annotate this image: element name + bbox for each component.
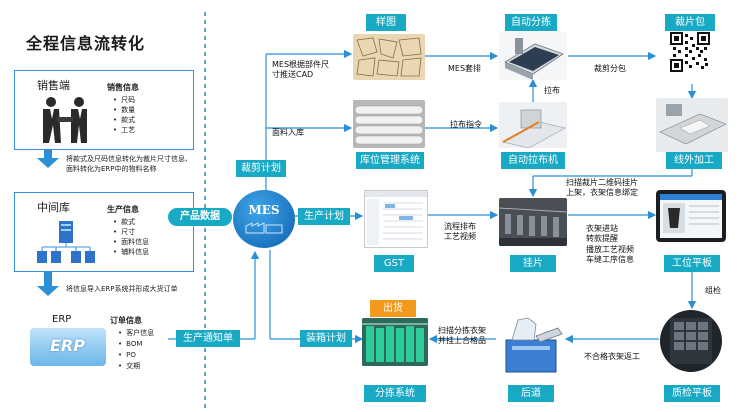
spreading-machine-image — [499, 102, 567, 148]
list-item: 尺寸 — [113, 227, 149, 237]
page-title: 全程信息流转化 — [26, 34, 146, 53]
note-line: 扫描分拣衣架 — [438, 326, 486, 335]
list-item: 辅料信息 — [113, 247, 149, 257]
list-item: 面料信息 — [113, 237, 149, 247]
list-item: PO — [118, 350, 154, 361]
note-convert: 将款式及尺码信息转化为裁片尺寸信息、 面料转化为ERP中的物料名称 — [66, 154, 192, 174]
list-item: BOM — [118, 339, 154, 350]
note-scan-hang: 扫描裁片二维码挂片 上架，衣架信息绑定 — [566, 178, 638, 199]
note-reject: 不合格衣架返工 — [584, 352, 640, 361]
sample-pattern-image — [353, 34, 425, 80]
sorting-tag: 分拣系统 — [364, 385, 426, 402]
offline-sewing-image — [656, 98, 728, 152]
middle-info-list: 款式 尺寸 面料信息 辅料信息 — [113, 217, 149, 258]
note-spread: 拉布 — [544, 86, 560, 95]
note-flow-video: 流程排布 工艺视频 — [444, 222, 476, 243]
note-erp: 将信息导入ERP系统并形成大货订单 — [66, 285, 178, 293]
note-fabric-in: 面料入库 — [272, 128, 304, 137]
list-item: 款式 — [113, 115, 135, 125]
sales-info-list: 尺码 数量 款式 工艺 — [113, 95, 135, 136]
station-tablet-tag: 工位平板 — [664, 255, 720, 272]
down-arrow-1 — [37, 158, 59, 168]
shipping-tag: 出货 — [370, 300, 416, 317]
packing-plan-tag: 装箱计划 — [300, 330, 352, 347]
middle-info-title: 生产信息 — [107, 205, 139, 214]
factory-icon — [245, 222, 283, 234]
mes-hub: MES — [233, 190, 295, 248]
list-item: 款式 — [113, 217, 149, 227]
auto-spread-tag: 自动拉布机 — [501, 152, 565, 169]
mes-label: MES — [248, 203, 280, 217]
note-line: 扫描裁片二维码挂片 — [566, 178, 638, 187]
list-item: 数量 — [113, 105, 135, 115]
list-item: 工艺 — [113, 125, 135, 135]
down-arrow-2 — [37, 286, 59, 296]
warehouse-tag: 库位管理系统 — [356, 152, 424, 169]
sales-box: 销售端 销售信息 尺码 数量 款式 工艺 — [14, 70, 194, 150]
erp-logo: ERP — [30, 328, 106, 366]
list-item: 交期 — [118, 361, 154, 372]
sales-info-title: 销售信息 — [107, 83, 139, 92]
note-line: 面料转化为ERP中的物料名称 — [66, 165, 157, 174]
cut-plan-tag: 裁剪计划 — [236, 160, 286, 177]
handshake-people-icon — [43, 97, 87, 143]
note-line: 流程排布 — [444, 222, 476, 231]
list-item: 客户信息 — [118, 328, 154, 339]
qc-tablet-tag: 质检平板 — [664, 385, 720, 402]
cut-pack-tag: 裁片包 — [665, 14, 715, 31]
erp-logo-text: ERP — [50, 336, 85, 355]
auto-sort-machine-image — [499, 32, 567, 80]
sorting-racks-image — [362, 318, 428, 366]
product-data-tag: 产品数据 — [168, 208, 232, 226]
note-mes-cad: MES根据部件尺 寸推送CAD — [272, 60, 329, 81]
note-line: 衣架进站 — [586, 224, 618, 233]
note-line: 播放工艺视频 — [586, 244, 634, 254]
server-network-icon — [37, 221, 95, 263]
down-arrow-2-stem — [44, 272, 52, 286]
note-spread-cmd: 拉布指令 — [450, 120, 482, 129]
note-line: 将款式及尺码信息转化为裁片尺寸信息、 — [66, 155, 192, 163]
station-tablet-image — [656, 190, 726, 242]
note-line: 上架，衣架信息绑定 — [566, 188, 638, 198]
ironing-machine-image — [498, 314, 566, 374]
hanging-line-image — [499, 198, 567, 246]
offline-tag: 线外加工 — [666, 152, 722, 169]
production-plan-tag: 生产计划 — [298, 208, 350, 225]
fabric-rolls-image — [353, 100, 425, 148]
qr-code-image — [670, 32, 710, 72]
note-line: 转款提醒 — [586, 234, 618, 244]
hanging-tag: 挂片 — [510, 255, 556, 272]
note-line: MES根据部件尺 — [272, 60, 330, 69]
down-arrow-1-stem — [44, 150, 52, 160]
erp-info-title: 订单信息 — [110, 316, 142, 325]
middle-label: 中间库 — [37, 201, 70, 214]
note-line: 车缝工序信息 — [586, 255, 634, 265]
tablet-screen — [660, 194, 722, 238]
auto-sort-tag: 自动分拣 — [505, 14, 557, 31]
note-line: 寸推送CAD — [272, 70, 314, 80]
gst-tag: GST — [374, 255, 414, 272]
gst-screen-image — [364, 190, 428, 248]
sales-label: 销售端 — [37, 79, 70, 92]
erp-info-list: 客户信息 BOM PO 交期 — [118, 328, 154, 371]
note-line: 工艺视频 — [444, 232, 476, 242]
note-hanger: 衣架进站 转款提醒 播放工艺视频 车缝工序信息 — [586, 224, 634, 266]
erp-label: ERP — [52, 314, 72, 325]
qc-tablet-image — [660, 310, 722, 372]
note-cut-subpack: 裁剪分包 — [594, 64, 626, 73]
note-scan-sort: 扫描分拣衣架 并挂上合格品 — [438, 326, 486, 347]
middle-box: 中间库 生产信息 款式 尺寸 面料信息 辅料信息 — [14, 192, 194, 272]
note-mes-nest: MES套排 — [448, 64, 482, 73]
list-item: 尺码 — [113, 95, 135, 105]
production-notice-tag: 生产通知单 — [176, 330, 240, 347]
note-group-check: 组检 — [705, 286, 721, 295]
sample-tag: 样图 — [366, 14, 406, 31]
note-line: 并挂上合格品 — [438, 336, 486, 346]
backend-tag: 后道 — [508, 385, 554, 402]
